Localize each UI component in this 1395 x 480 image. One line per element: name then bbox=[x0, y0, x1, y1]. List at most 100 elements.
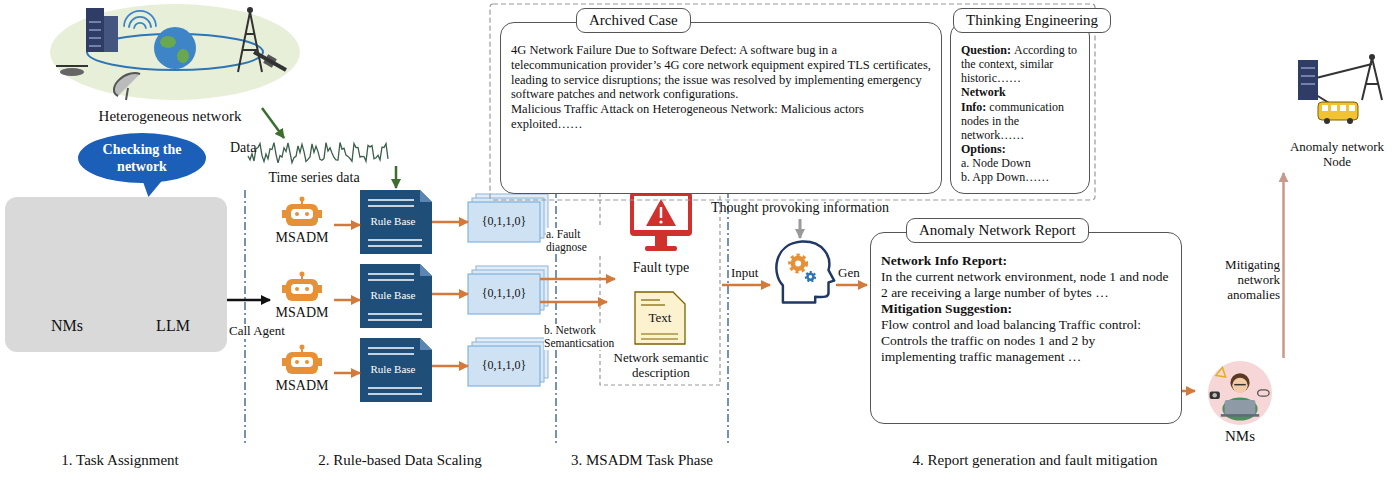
data-stack bbox=[468, 338, 548, 386]
warning-dot bbox=[659, 220, 662, 223]
data-card bbox=[468, 202, 540, 242]
bus-window bbox=[1349, 105, 1355, 111]
eye bbox=[305, 287, 309, 291]
report-box: Anomaly Network ReportNetwork Info Repor… bbox=[870, 232, 1182, 424]
antenna-tip bbox=[300, 197, 305, 202]
prompt-box: Thinking EngineeringQuestion:According t… bbox=[950, 22, 1090, 194]
operator-icon: NMs bbox=[1195, 358, 1285, 449]
agent-icon: MSADM bbox=[270, 275, 334, 325]
node-text: {0,1,1,0} bbox=[468, 358, 540, 372]
warning-sign bbox=[646, 199, 676, 226]
text-line bbox=[368, 205, 414, 206]
wifi-arc bbox=[134, 23, 146, 29]
robot-head bbox=[286, 279, 318, 301]
node-text: Flow control and load balancing Traffic … bbox=[881, 317, 1171, 365]
robot-icon bbox=[282, 272, 322, 302]
node-text: b. App Down…… bbox=[961, 170, 1079, 184]
server-slot bbox=[89, 37, 101, 38]
llm-head-icon bbox=[776, 242, 834, 303]
hint-arrow bbox=[799, 219, 802, 238]
node-text: NMs bbox=[32, 317, 102, 336]
gear bbox=[806, 272, 815, 281]
server-slot bbox=[1301, 67, 1315, 68]
node-text: Rule Base bbox=[364, 215, 422, 228]
connector bbox=[334, 224, 360, 227]
ear bbox=[282, 210, 286, 218]
connector bbox=[334, 372, 360, 375]
data-block: {0,1,1,0} bbox=[468, 346, 540, 386]
connector bbox=[432, 221, 468, 224]
document-shape bbox=[360, 338, 432, 402]
server-slot bbox=[89, 21, 101, 22]
node-text: In the current network environment, node… bbox=[881, 269, 1171, 301]
heading: Thinking Engineering bbox=[953, 8, 1111, 33]
server-slot bbox=[1301, 75, 1315, 76]
radio-tower bbox=[238, 12, 262, 72]
node-text: Question: bbox=[961, 43, 1011, 57]
connector bbox=[432, 365, 468, 368]
label: a. Fault diagnose bbox=[546, 228, 604, 254]
text-line bbox=[368, 347, 414, 348]
text-line bbox=[641, 333, 678, 334]
phase-caption: 3. MSADM Task Phase bbox=[552, 452, 732, 469]
label: b. Network Semanticsation bbox=[544, 324, 606, 350]
data-card bbox=[468, 274, 540, 314]
data-stack bbox=[468, 194, 548, 242]
phase-caption: 2. Rule-based Data Scaling bbox=[295, 452, 505, 469]
bus-window bbox=[1331, 105, 1337, 111]
robot-head bbox=[286, 352, 318, 374]
document-fold bbox=[420, 338, 432, 350]
semantic-doc: TextNetwork semantic description bbox=[607, 290, 715, 384]
server bbox=[104, 16, 118, 52]
server-slot bbox=[89, 29, 101, 30]
node-text: Anomaly network Node bbox=[1282, 139, 1392, 170]
node-text: MSADM bbox=[270, 230, 334, 247]
connector bbox=[227, 299, 270, 302]
monitor bbox=[630, 192, 692, 236]
data-stack bbox=[468, 266, 548, 314]
dashed-frame bbox=[600, 183, 720, 385]
tower-top bbox=[1369, 54, 1375, 60]
text-line bbox=[368, 387, 422, 388]
label: Mitigating network anomalies bbox=[1220, 258, 1280, 303]
rule-base: Rule Base bbox=[360, 338, 432, 402]
agent-icon: MSADM bbox=[270, 348, 334, 398]
node-text: Malicious Traffic Attack on Heterogeneou… bbox=[511, 102, 931, 132]
server bbox=[86, 8, 104, 52]
bus-window bbox=[1340, 105, 1346, 111]
rule-base-document bbox=[360, 264, 432, 328]
rule-base: Rule Base bbox=[360, 264, 432, 328]
text-line bbox=[368, 393, 422, 394]
node-text: Text bbox=[635, 310, 685, 325]
data-block: {0,1,1,0} bbox=[468, 274, 540, 314]
antenna-tip bbox=[300, 272, 305, 277]
eye bbox=[305, 212, 309, 216]
bus bbox=[1318, 102, 1358, 120]
data-arrow bbox=[262, 108, 284, 138]
node-text: 4G Network Failure Due to Software Defec… bbox=[511, 43, 931, 102]
text-row: Question:According to the context, simil… bbox=[961, 43, 1079, 85]
text-line bbox=[368, 319, 422, 320]
wifi-arc bbox=[129, 17, 151, 28]
bus-wheel bbox=[1347, 118, 1353, 124]
text-line bbox=[368, 239, 422, 240]
text-body: Question:According to the context, simil… bbox=[951, 23, 1089, 191]
rule-base-document bbox=[360, 190, 432, 254]
text-line bbox=[641, 304, 665, 305]
eye bbox=[305, 360, 309, 364]
triangle-symbol bbox=[1216, 367, 1226, 377]
text-line bbox=[368, 313, 422, 314]
camera-lens bbox=[1212, 393, 1216, 397]
data-block: {0,1,1,0} bbox=[468, 202, 540, 242]
drone-rotor bbox=[56, 65, 88, 67]
document-fold bbox=[420, 190, 432, 202]
radio-tower bbox=[1362, 58, 1382, 100]
label: Heterogeneous network bbox=[90, 108, 250, 125]
node-text: a. Node Down bbox=[961, 156, 1079, 170]
case-box: Archived Case4G Network Failure Due to S… bbox=[500, 22, 942, 194]
node-text: NMs bbox=[1195, 428, 1285, 446]
monitor-stand bbox=[655, 236, 667, 246]
phase-caption: 4. Report generation and fault mitigatio… bbox=[850, 452, 1220, 469]
laptop-base bbox=[1221, 414, 1259, 417]
server-slot bbox=[89, 45, 101, 46]
